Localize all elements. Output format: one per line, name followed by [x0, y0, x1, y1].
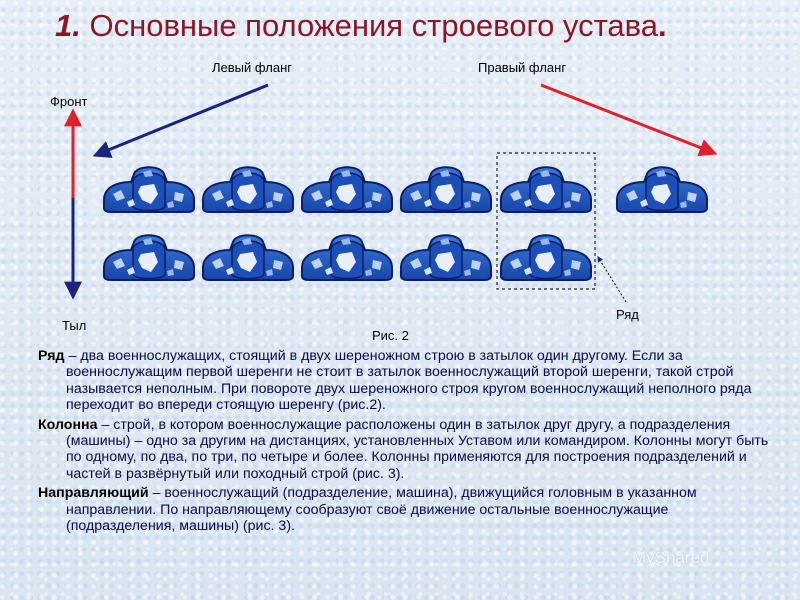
soldier-icon	[103, 234, 195, 281]
left-flank-arrow	[92, 83, 269, 158]
row-label: Ряд	[616, 307, 639, 322]
definition-row: Ряд – два военнослужащих, стоящий в двух…	[38, 348, 778, 414]
soldier-icon	[400, 166, 492, 213]
left-flank-label: Левый фланг	[212, 60, 293, 75]
rear-rank	[103, 234, 592, 281]
definition-text: – строй, в котором военнослужащие распол…	[66, 416, 769, 482]
soldier-icon	[301, 234, 393, 281]
rear-label: Тыл	[62, 318, 87, 333]
title-number: 1.	[55, 8, 81, 43]
term: Ряд	[38, 348, 65, 364]
definition-column: Колонна – строй, в котором военнослужащи…	[38, 417, 778, 483]
formation-diagram	[64, 83, 718, 303]
front-rank	[103, 166, 708, 213]
row-pointer-arrow	[597, 255, 627, 303]
definitions: Ряд – два военнослужащих, стоящий в двух…	[38, 348, 778, 537]
soldier-icon	[202, 166, 294, 213]
title-text: Основные положения строевого устава	[89, 8, 659, 43]
figure-caption: Рис. 2	[372, 328, 409, 343]
definition-text: – два военнослужащих, стоящий в двух шер…	[64, 348, 752, 414]
term: Направляющий	[38, 485, 149, 502]
definition-text: – военнослужащий (подразделение, машина)…	[66, 485, 697, 535]
page-title: 1. Основные положения строевого устава.	[55, 8, 667, 44]
soldier-icon	[103, 166, 195, 213]
title-dot: .	[658, 8, 667, 43]
right-flank-label: Правый фланг	[478, 60, 567, 75]
term: Колонна	[38, 416, 98, 433]
front-label: Фронт	[50, 94, 88, 109]
watermark: MyShared	[632, 548, 710, 567]
soldier-icon	[616, 166, 708, 213]
soldier-icon	[500, 234, 592, 281]
right-flank-arrow	[540, 83, 718, 157]
soldier-icon	[202, 234, 294, 281]
row-highlight-box	[496, 152, 596, 290]
definition-guide: Направляющий – военнослужащий (подраздел…	[38, 485, 778, 534]
soldier-icon	[301, 166, 393, 213]
soldier-icon	[400, 234, 492, 281]
soldier-icon	[500, 166, 592, 213]
